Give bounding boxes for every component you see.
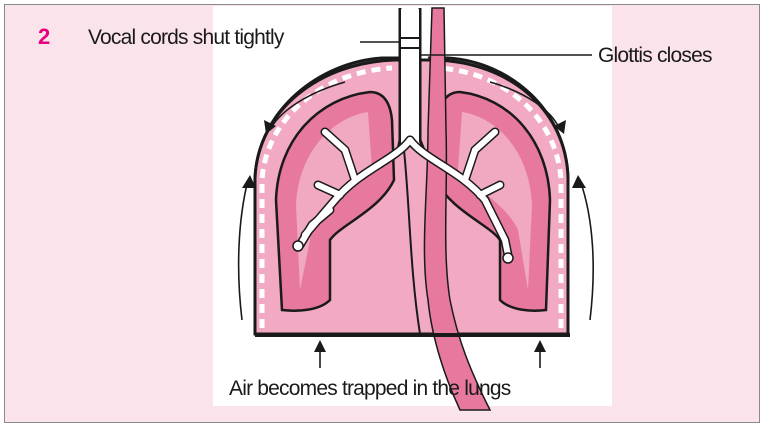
step-number: 2	[38, 24, 50, 50]
vocal-cords-label: Vocal cords shut tightly	[88, 26, 284, 50]
air-trapped-label: Air becomes trapped in the lungs	[229, 377, 510, 401]
trachea	[398, 8, 424, 150]
glottis-label: Glottis closes	[598, 44, 712, 68]
